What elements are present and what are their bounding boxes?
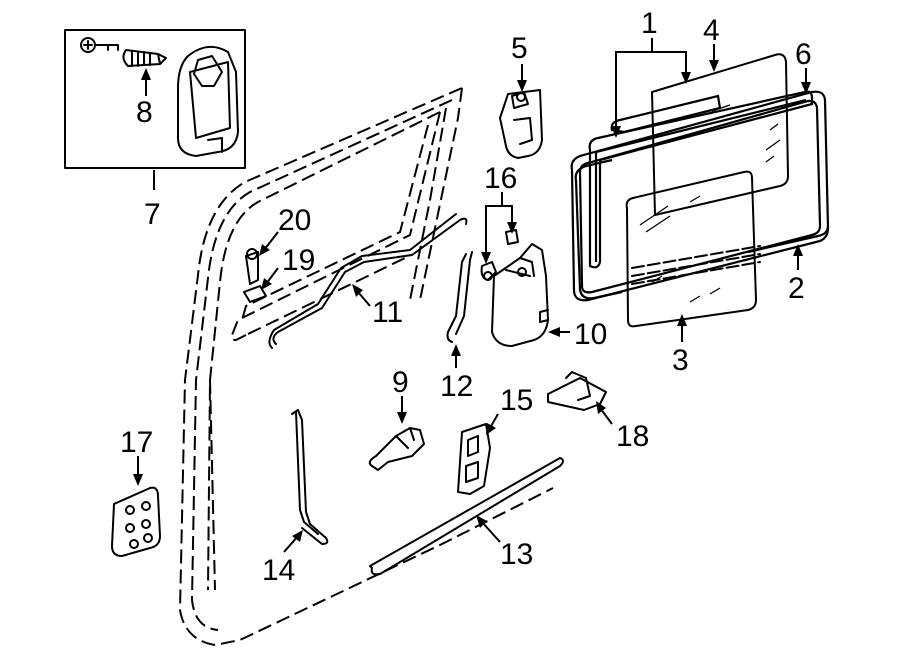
callout-1: 1 [641, 7, 658, 40]
callout-3: 3 [672, 344, 689, 377]
callout-15: 15 [500, 384, 533, 417]
bumper-pad [111, 486, 161, 557]
lower-track-rod [369, 457, 564, 576]
clips [480, 229, 519, 281]
link-rod [446, 251, 473, 343]
callout-6: 6 [795, 38, 812, 71]
glass-hatch-band [631, 245, 761, 285]
upper-roller [499, 89, 543, 159]
callout-4: 4 [703, 14, 720, 47]
key-icon [80, 37, 119, 53]
inside-handle [368, 427, 425, 471]
lower-rod [291, 409, 329, 545]
kit-box [64, 29, 246, 169]
callout-16: 16 [484, 162, 517, 195]
callout-5: 5 [511, 32, 528, 65]
callout-19: 19 [282, 244, 315, 277]
callout-10: 10 [574, 318, 607, 351]
lock-cylinder-icon [122, 49, 167, 67]
callout-13: 13 [500, 538, 533, 571]
callout-7: 7 [144, 198, 161, 231]
pin-and-clip [243, 248, 267, 303]
callout-17: 17 [120, 426, 153, 459]
callout-18: 18 [616, 420, 649, 453]
callout-9: 9 [392, 366, 409, 399]
sliding-door-outline [178, 87, 554, 647]
exterior-handle-icon [177, 45, 239, 157]
leader-lines [133, 38, 811, 553]
callout-20: 20 [278, 204, 311, 237]
callout-12: 12 [440, 370, 473, 403]
callout-8: 8 [136, 96, 153, 129]
door-lock-actuator [491, 243, 549, 347]
lock-rod [268, 213, 468, 349]
callout-14: 14 [262, 554, 295, 587]
callout-11: 11 [372, 296, 403, 329]
callout-labels: 1 2 3 4 5 6 7 8 9 10 11 12 13 14 15 16 1… [120, 7, 812, 587]
callout-2: 2 [788, 272, 805, 305]
latch-bracket [457, 423, 491, 495]
